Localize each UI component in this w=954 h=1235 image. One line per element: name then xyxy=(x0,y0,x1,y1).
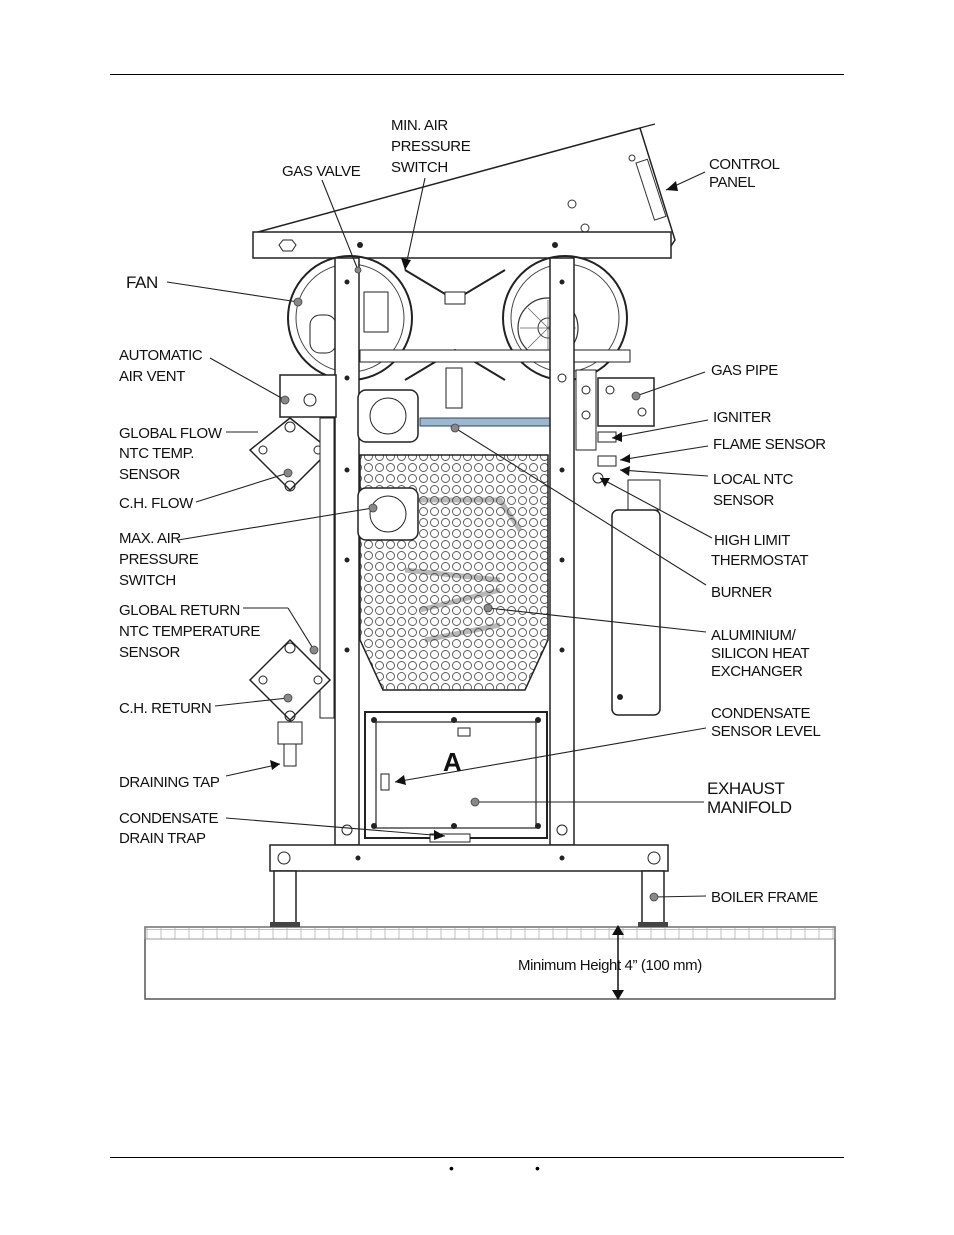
label-global-flow-ntc: GLOBAL FLOW NTC TEMP. SENSOR xyxy=(119,425,225,483)
leader-lines xyxy=(166,171,713,898)
label-condensate-sensor-level: CONDENSATE SENSOR LEVEL xyxy=(711,705,820,740)
left-manifolds xyxy=(248,374,337,767)
boiler-base-frame xyxy=(269,844,669,927)
label-igniter: IGNITER xyxy=(713,409,772,426)
top-frame-bar xyxy=(252,231,672,259)
right-components xyxy=(592,431,661,716)
footer-rule xyxy=(110,1157,844,1158)
pressure-switches xyxy=(357,389,419,541)
label-heat-exchanger: ALUMINIUM/ SILICON HEAT EXCHANGER xyxy=(711,627,813,680)
leader-dots xyxy=(280,266,659,902)
label-flame-sensor: FLAME SENSOR xyxy=(713,436,826,453)
footer-bullet: • xyxy=(535,1160,540,1176)
label-automatic-air-vent: AUTOMATIC AIR VENT xyxy=(119,347,206,385)
label-fan: FAN xyxy=(126,273,158,292)
floor-block xyxy=(144,925,836,1000)
label-ch-flow: C.H. FLOW xyxy=(119,495,194,512)
label-control-panel: CONTROL PANEL xyxy=(709,156,783,191)
label-ch-return: C.H. RETURN xyxy=(119,700,211,717)
label-local-ntc-sensor: LOCAL NTC SENSOR xyxy=(713,471,797,509)
label-burner: BURNER xyxy=(711,584,773,601)
label-exhaust-manifold: EXHAUST MANIFOLD xyxy=(707,779,792,817)
label-access-a: A xyxy=(443,747,462,777)
label-gas-pipe: GAS PIPE xyxy=(711,362,778,379)
exhaust-manifold-shape xyxy=(364,711,548,843)
header-rule xyxy=(110,74,844,75)
label-gas-valve: GAS VALVE xyxy=(282,163,361,180)
leader-arrowheads xyxy=(270,181,678,840)
frame-posts xyxy=(334,257,597,846)
label-max-air-pressure-switch: MAX. AIR PRESSURE SWITCH xyxy=(119,530,202,589)
label-global-return-ntc: GLOBAL RETURN NTC TEMPERATURE SENSOR xyxy=(119,602,264,661)
label-min-air-pressure-switch: MIN. AIR PRESSURE SWITCH xyxy=(391,117,474,176)
footer-bullet: • xyxy=(449,1160,454,1176)
label-high-limit-thermostat: HIGH LIMIT THERMOSTAT xyxy=(711,532,808,569)
label-boiler-frame: BOILER FRAME xyxy=(711,889,818,906)
label-draining-tap: DRAINING TAP xyxy=(119,774,220,791)
burner-shape xyxy=(419,417,551,427)
label-condensate-drain-trap: CONDENSATE DRAIN TRAP xyxy=(119,810,222,847)
label-minimum-height: Minimum Height 4” (100 mm) xyxy=(518,957,702,974)
